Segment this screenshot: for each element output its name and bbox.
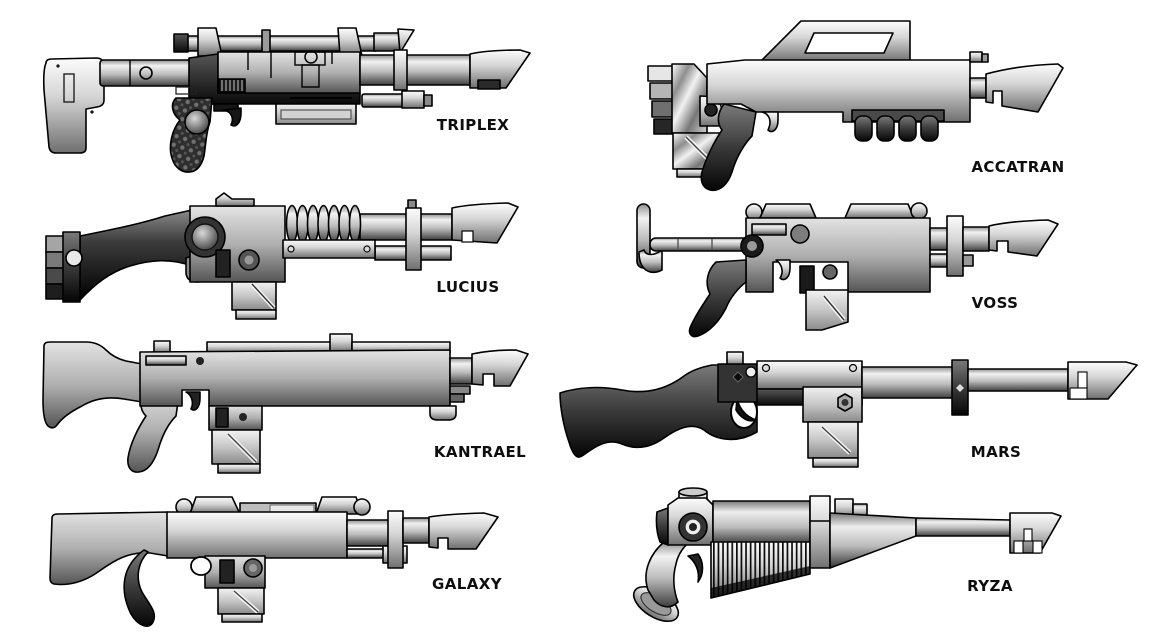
voss-lasgun-illustration [636,202,1059,338]
label-mars: MARS [970,443,1022,461]
label-accatran: ACCATRAN [971,158,1065,176]
label-voss: VOSS [971,294,1019,312]
label-triplex: TRIPLEX [436,116,510,134]
kantrael-lasgun-illustration [42,333,529,474]
label-kantrael: KANTRAEL [433,443,527,461]
galaxy-lasgun-illustration [49,496,499,627]
accatran-lasgun-illustration [647,20,1064,192]
label-ryza: RYZA [967,577,1013,595]
mars-lasgun-illustration [559,351,1138,468]
label-galaxy: GALAXY [432,575,502,593]
lucius-lasgun-illustration [45,192,519,320]
ryza-lasgun-illustration [632,487,1062,623]
triplex-lasgun-illustration [42,27,531,173]
label-lucius: LUCIUS [436,278,500,296]
